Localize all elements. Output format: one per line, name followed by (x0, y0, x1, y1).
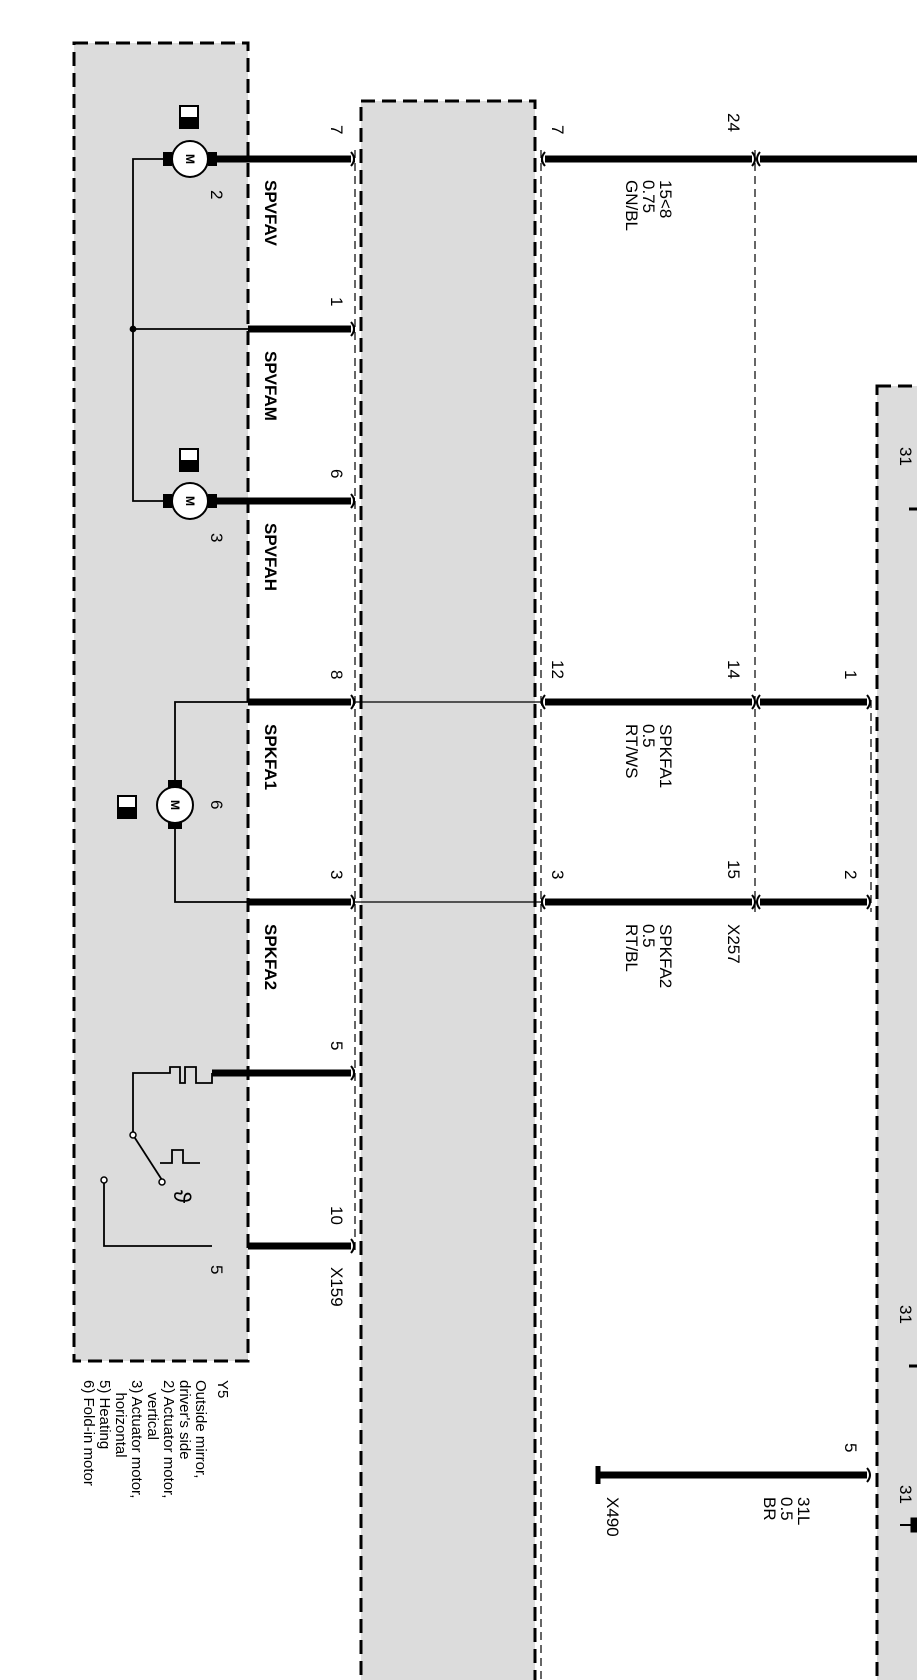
module-pin-label: 31 (896, 1485, 915, 1504)
signal-spkfa1: SPKFA1 (261, 724, 280, 790)
connector-x159: X159 (327, 1267, 346, 1307)
legend: Y5 Outside mirror, driver's side 2) Actu… (80, 1380, 231, 1498)
wire-spec-spkfa1: SPKFA1 0.5 RT/WS (622, 724, 675, 788)
svg-text:SPKFA2: SPKFA2 (656, 924, 675, 988)
pin-label: 3 (327, 870, 346, 879)
svg-text:0.75: 0.75 (639, 180, 658, 213)
motor-6: M (117, 780, 194, 829)
signal-spvfah: SPVFAH (261, 523, 280, 591)
mirror-internal-wiring (103, 158, 248, 1247)
pin-label: 5 (327, 1041, 346, 1050)
svg-text:0.5: 0.5 (639, 724, 658, 748)
pin-label: 10 (327, 1206, 346, 1225)
module-pin-label: 31 (896, 1305, 915, 1324)
ground-symbols (595, 507, 917, 1533)
connector-names: X159 X257 X490 (327, 924, 743, 1537)
pin-label: 24 (724, 113, 743, 132)
component-ref: Y5 (214, 1380, 231, 1398)
svg-text:SPKFA1: SPKFA1 (656, 724, 675, 788)
pin-label: 15 (724, 860, 743, 879)
middle-module-box (359, 99, 537, 1680)
thin-wires (355, 701, 541, 903)
pin-label: 7 (548, 125, 567, 134)
wires (212, 155, 917, 1479)
terminal-notches (350, 151, 871, 1483)
right-module-box (875, 384, 917, 1680)
motor-3: M (163, 448, 217, 520)
pin-label: 1 (841, 670, 860, 679)
motor-2-symbol: M (183, 154, 197, 164)
pin-label: 12 (548, 660, 567, 679)
signal-labels: SPVFAV SPVFAM SPVFAH SPKFA1 SPKFA2 (261, 180, 280, 990)
pin-label: 1 (327, 297, 346, 306)
signal-spvfam: SPVFAM (261, 351, 280, 421)
module-pin-label: 31 (896, 447, 915, 466)
legend-line: vertical (144, 1380, 161, 1440)
legend-line: 2) Actuator motor, (160, 1380, 177, 1498)
component-number: 6 (207, 800, 226, 809)
motor-6-symbol: M (168, 800, 182, 810)
pin-labels: 7 1 6 8 3 5 10 7 12 3 24 14 15 1 2 5 31 … (168, 113, 915, 1504)
pin-label: 6 (327, 469, 346, 478)
legend-line: driver's side (176, 1380, 193, 1460)
wire-spec-spkfa2: SPKFA2 0.5 RT/BL (622, 924, 675, 988)
legend-line: 6) Fold-in motor (80, 1380, 97, 1486)
signal-spvfav: SPVFAV (261, 180, 280, 246)
svg-text:0.5: 0.5 (777, 1497, 796, 1521)
connector-x257: X257 (724, 924, 743, 964)
wire-spec-15-8: 15<8 0.75 GN/BL (622, 180, 675, 231)
svg-text:RT/WS: RT/WS (622, 724, 641, 778)
svg-text:0.5: 0.5 (639, 924, 658, 948)
component-number: 2 (207, 190, 226, 199)
svg-text:RT/BL: RT/BL (622, 924, 641, 972)
motor-2: M (163, 105, 217, 178)
pin-label: 2 (841, 870, 860, 879)
legend-line: 5) Heating (96, 1380, 113, 1449)
signal-spkfa2: SPKFA2 (261, 924, 280, 990)
pin-label: 8 (327, 670, 346, 679)
switch-contact (158, 1178, 166, 1186)
pin-label: 5 (841, 1443, 860, 1452)
pin-label: 14 (724, 660, 743, 679)
legend-line: Outside mirror, (192, 1380, 209, 1478)
switch-contact (129, 1131, 137, 1139)
svg-text:15<8: 15<8 (656, 180, 675, 218)
pin-label: 3 (548, 870, 567, 879)
wire-spec-31l: 31L 0.5 BR (760, 1497, 813, 1525)
temperature-symbol: ϑ (168, 1190, 195, 1203)
component-number: 3 (207, 533, 226, 542)
connector-x490: X490 (603, 1497, 622, 1537)
component-number: 5 (207, 1265, 226, 1274)
svg-text:BR: BR (760, 1497, 779, 1521)
motor-3-symbol: M (183, 496, 197, 506)
legend-line: 3) Actuator motor, (128, 1380, 145, 1498)
wire-specs: 15<8 0.75 GN/BL SPKFA1 0.5 RT/WS SPKFA2 … (622, 180, 813, 1525)
svg-text:31L: 31L (794, 1497, 813, 1525)
pin-label: 7 (327, 125, 346, 134)
legend-line: horizontal (112, 1380, 129, 1458)
svg-text:GN/BL: GN/BL (622, 180, 641, 231)
switch-contact (100, 1176, 108, 1184)
